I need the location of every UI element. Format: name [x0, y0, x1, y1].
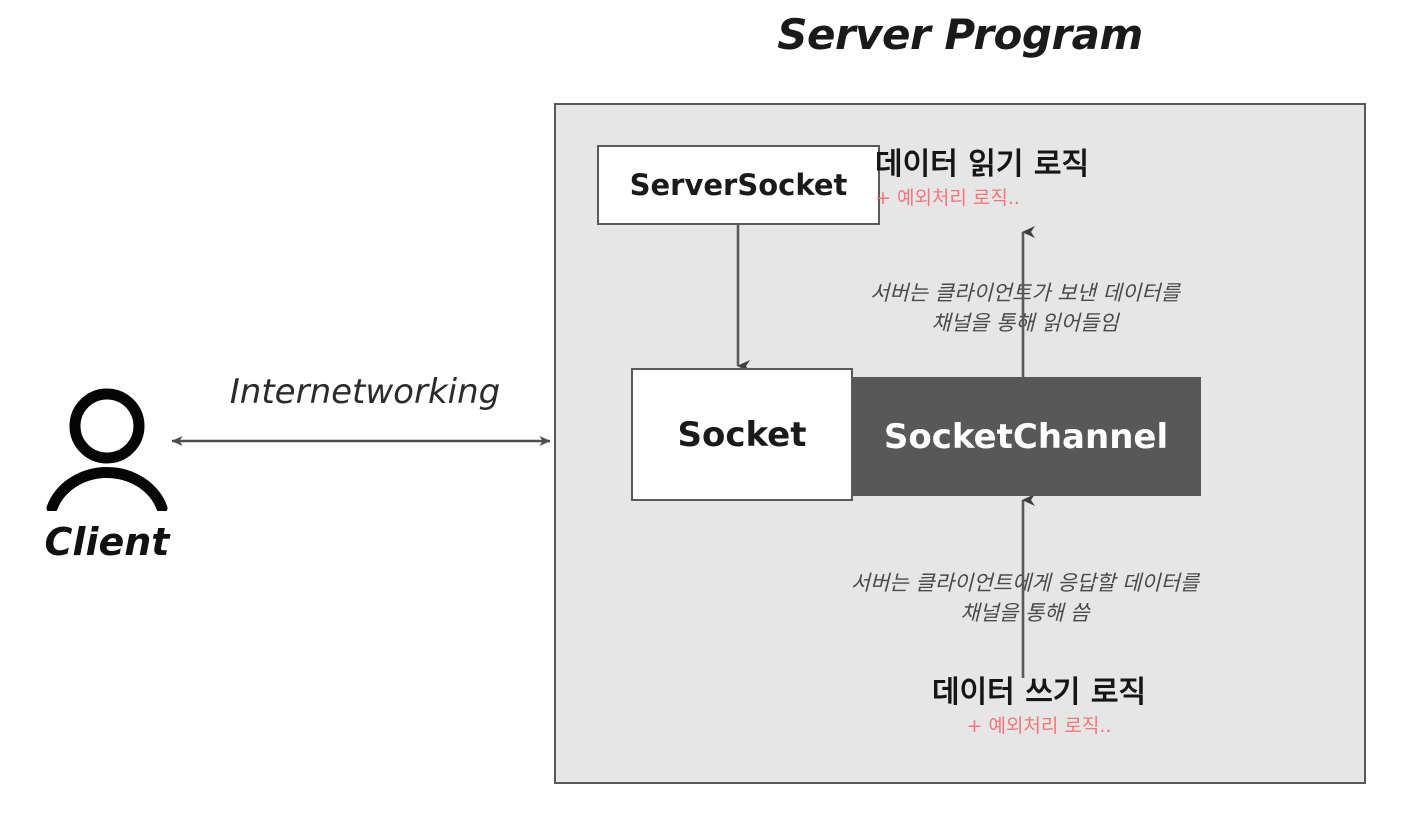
write-logic-subtitle: + 예외처리 로직..: [966, 714, 1112, 737]
read-logic-block: 데이터 읽기 로직 + 예외처리 로직..: [875, 146, 1205, 212]
write-logic-block: 데이터 쓰기 로직 + 예외처리 로직..: [874, 674, 1204, 740]
read-flow-note-line1: 서버는 클라이언트가 보낸 데이터를: [870, 281, 1180, 305]
server-socket-node: ServerSocket: [597, 145, 880, 225]
page-title: Server Program: [777, 10, 1143, 59]
write-flow-note-line2: 채널을 통해 씀: [960, 601, 1090, 626]
socket-channel-label: SocketChannel: [883, 416, 1169, 457]
write-flow-note: 서버는 클라이언트에게 응답할 데이터를 채널을 통해 씀: [825, 568, 1225, 629]
socket-label: Socket: [677, 414, 807, 455]
socket-channel-node: SocketChannel: [851, 377, 1201, 496]
read-flow-note-line2: 채널을 통해 읽어들임: [931, 311, 1119, 336]
read-logic-title: 데이터 읽기 로직: [875, 147, 1090, 182]
socket-node: Socket: [631, 368, 853, 501]
internetworking-label: Internetworking: [229, 372, 501, 412]
read-logic-subtitle: + 예외처리 로직..: [875, 186, 1020, 209]
read-flow-note: 서버는 클라이언트가 보낸 데이터를 채널을 통해 읽어들임: [840, 278, 1210, 339]
server-socket-label: ServerSocket: [629, 168, 848, 202]
write-flow-note-line1: 서버는 클라이언트에게 응답할 데이터를: [850, 571, 1200, 595]
write-logic-title: 데이터 쓰기 로직: [931, 675, 1147, 710]
client-label: Client: [44, 520, 170, 564]
person-icon: [42, 386, 172, 514]
